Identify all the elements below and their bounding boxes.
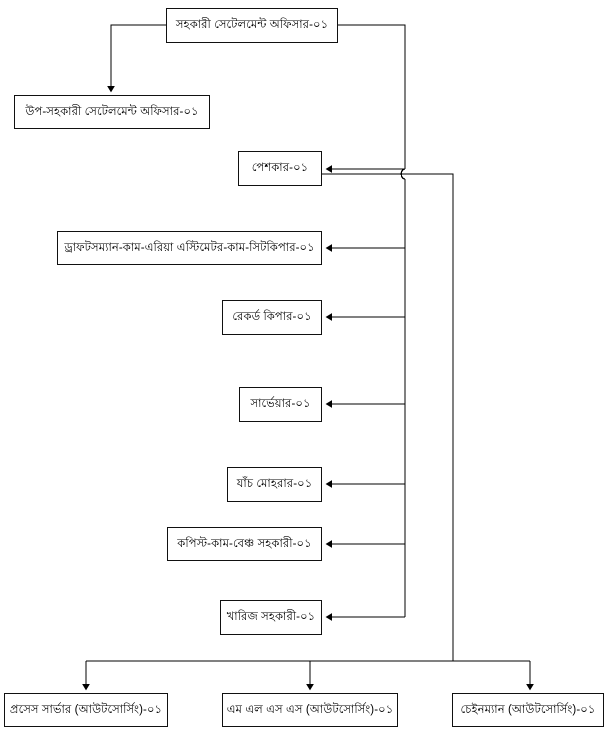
node-label: রেকর্ড কিপার-০১ [232,311,312,324]
node-chainman-outsourcing[interactable]: চেইনম্যান (আউটসোর্সিং)-০১ [452,693,604,727]
node-label: খারিজ সহকারী-০১ [226,611,316,624]
edge-aso-right-trunk [338,24,406,169]
node-mlss-outsourcing[interactable]: এম এল এস এস (আউটসোর্সিং)-০১ [222,693,398,727]
node-label: যাঁচ মোহরার-০১ [236,478,313,491]
node-surveyor[interactable]: সার্ভেয়ার-০১ [239,387,322,422]
node-process-server-outsourcing[interactable]: প্রসেস সার্ভার (আউটসোর্সিং)-০১ [4,693,168,727]
node-deputy-assistant-settlement-officer[interactable]: উপ-সহকারী সেটেলমেন্ট অফিসার-০১ [14,95,210,129]
node-label: এম এল এস এস (আউটসোর্সিং)-০১ [226,703,394,716]
edge-peshkar-feeder [322,173,454,661]
node-peshkar[interactable]: পেশকার-০১ [238,151,322,186]
edge-aso-to-daso [107,24,166,93]
node-label: চেইনম্যান (আউটসোর্সিং)-০১ [460,703,596,716]
node-draftsman-cum-area-estimator-cum-seatkeeper[interactable]: ড্রাফটসম্যান-কাম-এরিয়া এস্টিমেটর-কাম-সি… [57,231,322,265]
node-label: উপ-সহকারী সেটেলমেন্ট অফিসার-০১ [25,105,199,118]
node-label: ড্রাফটসম্যান-কাম-এরিয়া এস্টিমেটর-কাম-সি… [64,241,315,254]
node-assistant-settlement-officer[interactable]: সহকারী সেটেলমেন্ট অফিসার-০১ [166,8,338,43]
node-label: প্রসেস সার্ভার (আউটসোর্সিং)-০১ [9,703,163,716]
node-label: কপিস্ট-কাম-বেঞ্চ সহকারী-০১ [177,537,312,550]
node-label: সহকারী সেটেলমেন্ট অফিসার-০১ [175,19,329,32]
node-jaanch-moharrar[interactable]: যাঁচ মোহরার-০১ [227,467,322,502]
node-label: পেশকার-০১ [251,162,309,175]
node-record-keeper[interactable]: রেকর্ড কিপার-০১ [222,300,322,335]
node-label: সার্ভেয়ার-০১ [250,398,311,411]
node-kharij-assistant[interactable]: খারিজ সহকারী-০১ [220,600,322,635]
node-copyist-cum-bench-assistant[interactable]: কপিস্ট-কাম-বেঞ্চ সহকারী-০১ [167,527,322,561]
